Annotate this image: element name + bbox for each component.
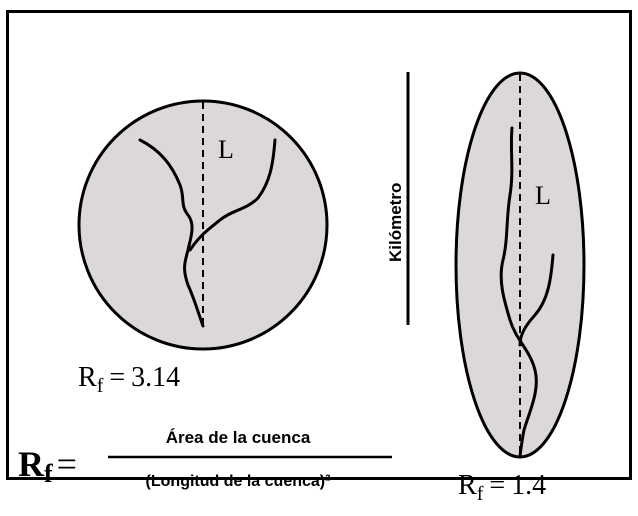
ellipse-rf-number: 1.4: [511, 470, 546, 501]
circle-rf-equals: =: [109, 362, 125, 393]
circular-basin-length-label: L: [218, 135, 234, 164]
svg-text:Rf=1.4: Rf=1.4: [458, 470, 546, 505]
formula-rf-subscript: f: [44, 459, 53, 488]
elongated-basin-river-tributary: [518, 253, 555, 347]
circular-basin-river-main: [138, 138, 205, 328]
svg-text:Rf=3.14: Rf=3.14: [78, 362, 180, 397]
circular-basin-river-tributary: [188, 138, 277, 252]
svg-text:Rf=: Rf=: [18, 444, 77, 488]
ellipse-rf-value: Rf=1.4: [458, 470, 546, 505]
elongated-basin: L: [454, 71, 586, 459]
formula-numerator: Área de la cuenca: [166, 428, 311, 447]
ellipse-rf-symbol: R: [458, 470, 477, 501]
elongated-basin-length-label: L: [535, 181, 551, 210]
form-factor-formula: Rf= Área de la cuenca (Longitud de la cu…: [18, 428, 392, 490]
elongated-basin-river-main: [499, 126, 538, 458]
circle-rf-number: 3.14: [131, 362, 180, 393]
scale-bar: Kilómetro: [386, 72, 410, 325]
formula-denominator: (Longitud de la cuenca)²: [146, 473, 331, 490]
formula-equals: =: [57, 444, 77, 484]
circular-basin: L: [77, 99, 329, 351]
ellipse-rf-equals: =: [489, 470, 505, 501]
ellipse-rf-subscript: f: [477, 483, 484, 505]
scale-bar-label: Kilómetro: [386, 183, 405, 262]
circle-rf-subscript: f: [97, 375, 104, 397]
circle-rf-symbol: R: [78, 362, 97, 393]
formula-rf-symbol: R: [18, 444, 45, 484]
circle-rf-value: Rf=3.14: [78, 362, 180, 397]
